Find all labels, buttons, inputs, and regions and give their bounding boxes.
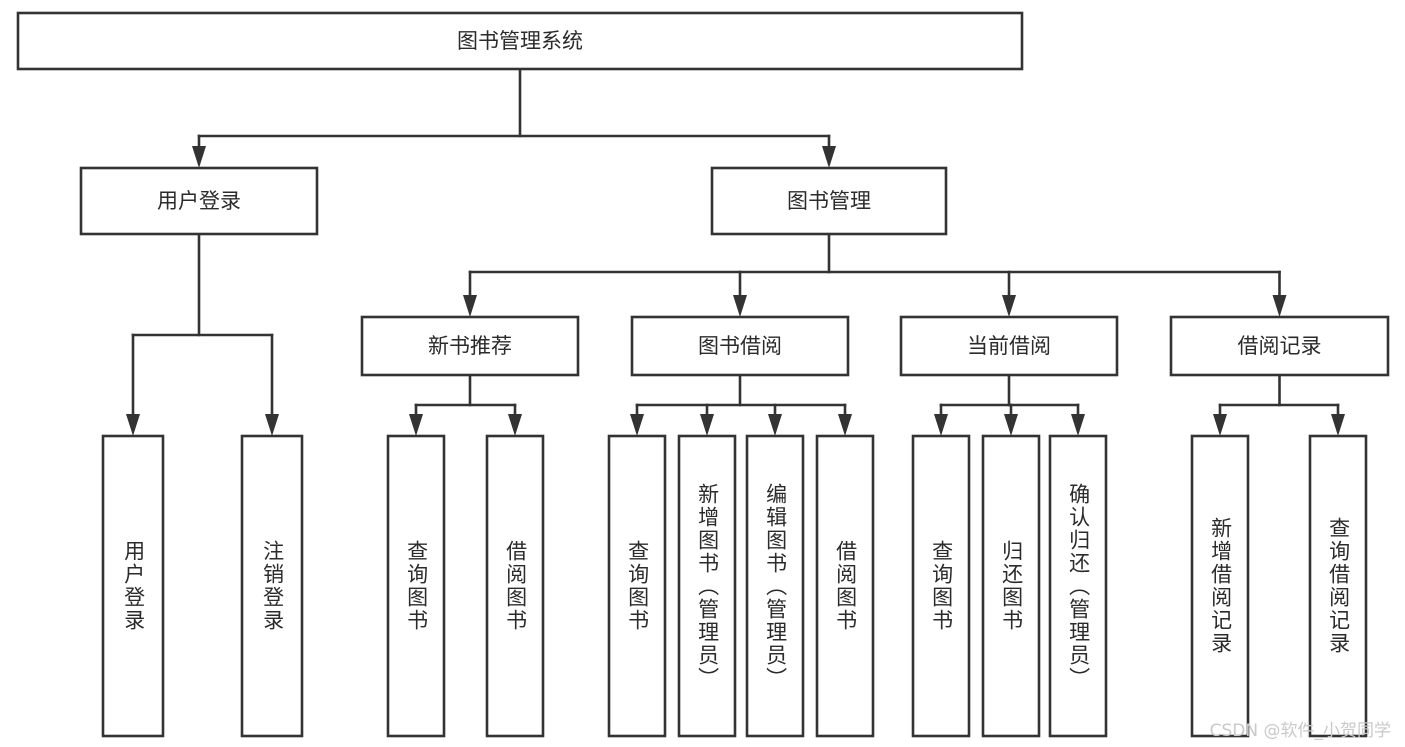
node-box-leaf-query-record[interactable] — [1308, 434, 1368, 738]
node-box-leaf-user-logout[interactable] — [240, 434, 304, 738]
node-box-borrow-record[interactable] — [1169, 315, 1390, 377]
node-box-new-book-recommend[interactable] — [360, 315, 580, 377]
node-box-book-management[interactable] — [710, 166, 948, 236]
arrowhead-leaf-query-book-3 — [934, 414, 948, 436]
arrowhead-new-book-recommend — [463, 295, 477, 317]
boxes-layer — [16, 11, 1390, 738]
node-box-user-login[interactable] — [79, 166, 319, 236]
arrowhead-leaf-user-login — [126, 414, 140, 436]
node-label-borrow-record: 借阅记录 — [1238, 334, 1322, 358]
node-box-root[interactable] — [16, 11, 1024, 71]
arrowhead-current-borrow — [1002, 295, 1016, 317]
node-box-leaf-borrow-book-2[interactable] — [815, 434, 875, 738]
node-label-current-borrow: 当前借阅 — [967, 334, 1051, 358]
node-box-leaf-user-login[interactable] — [101, 434, 165, 738]
arrowhead-leaf-user-logout — [265, 414, 279, 436]
node-label-root: 图书管理系统 — [457, 29, 583, 53]
arrowhead-leaf-add-book — [700, 414, 714, 436]
arrowhead-leaf-query-book-2 — [630, 414, 644, 436]
node-box-book-borrow[interactable] — [630, 315, 850, 377]
node-label-user-login: 用户登录 — [157, 189, 241, 213]
node-label-new-book-recommend: 新书推荐 — [428, 334, 512, 358]
arrowhead-book-management — [822, 146, 836, 168]
arrowhead-leaf-edit-book — [768, 414, 782, 436]
arrowhead-leaf-borrow-book-1 — [508, 414, 522, 436]
arrowhead-borrow-record — [1272, 295, 1287, 317]
node-box-leaf-query-book-2[interactable] — [607, 434, 667, 738]
node-box-leaf-borrow-book-1[interactable] — [485, 434, 545, 738]
arrowhead-leaf-query-book-1 — [409, 414, 423, 436]
node-box-leaf-confirm-return[interactable] — [1048, 434, 1108, 738]
node-label-book-management: 图书管理 — [787, 189, 871, 213]
connectors-layer — [126, 67, 1345, 436]
arrowhead-user-login — [192, 146, 206, 168]
node-box-leaf-return-book[interactable] — [981, 434, 1041, 738]
arrowhead-leaf-query-record — [1331, 414, 1345, 436]
node-box-leaf-query-book-1[interactable] — [386, 434, 446, 738]
arrowhead-leaf-add-record — [1213, 414, 1227, 436]
arrowhead-book-borrow — [733, 295, 747, 317]
node-box-current-borrow[interactable] — [899, 315, 1119, 377]
arrowhead-leaf-return-book — [1004, 414, 1018, 436]
arrowhead-leaf-confirm-return — [1071, 414, 1085, 436]
node-box-leaf-add-book[interactable] — [677, 434, 737, 738]
node-box-leaf-edit-book[interactable] — [745, 434, 805, 738]
node-label-book-borrow: 图书借阅 — [698, 334, 782, 358]
watermark-text: CSDN @软件_小贺同学 — [1209, 721, 1391, 741]
arrowhead-leaf-borrow-book-2 — [838, 414, 852, 436]
node-box-leaf-query-book-3[interactable] — [911, 434, 971, 738]
node-box-leaf-add-record[interactable] — [1190, 434, 1250, 738]
